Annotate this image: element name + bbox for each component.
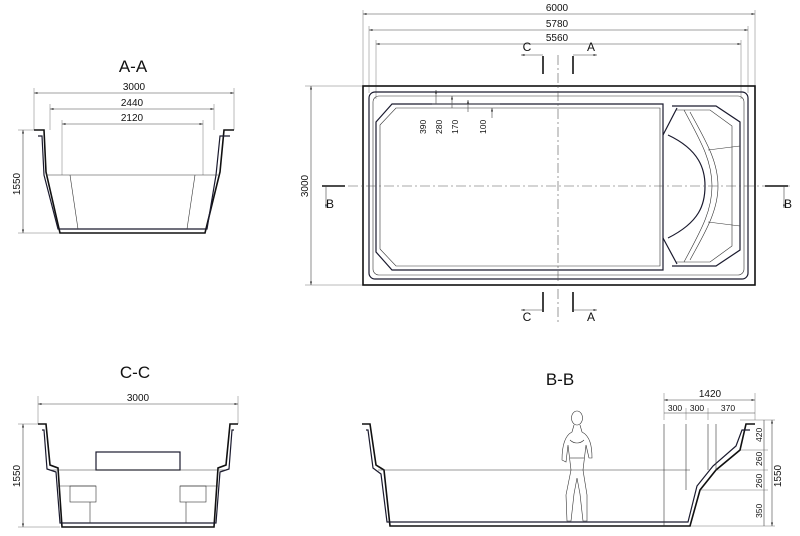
plan-inner-floor xyxy=(375,103,664,271)
cut-marker-c-bottom: C xyxy=(521,292,544,324)
cc-section-outline xyxy=(38,423,238,528)
bb-step-width-1: 300 xyxy=(668,403,682,413)
cut-marker-b-right: B xyxy=(765,185,792,211)
section-bb: B-B 1420 300 300 370 420 260 260 350 155… xyxy=(362,370,784,527)
bb-section-outline xyxy=(362,423,755,527)
cut-marker-c-top: C xyxy=(521,40,544,74)
plan-step-dim-170: 170 xyxy=(450,120,460,134)
plan-step-dim-280: 280 xyxy=(434,120,444,134)
bb-step-height-4: 350 xyxy=(754,504,764,518)
section-aa-title: A-A xyxy=(119,57,148,76)
plan-step-dim-100: 100 xyxy=(478,120,488,134)
cc-height: 1550 xyxy=(12,464,23,487)
section-aa: A-A 3000 2440 2120 1550 xyxy=(12,57,235,234)
plan-view: 6000 5780 5560 3000 390 2 xyxy=(300,3,792,324)
human-scale-figure xyxy=(561,410,593,522)
cc-bench xyxy=(95,451,181,471)
bb-dim-1420: 1420 xyxy=(699,389,722,400)
bb-height: 1550 xyxy=(773,464,784,487)
plan-dim-5780: 5780 xyxy=(546,19,569,30)
svg-text:C: C xyxy=(523,310,532,324)
bb-step-height-2: 260 xyxy=(754,452,764,466)
svg-text:C: C xyxy=(523,40,532,54)
aa-dim-2120: 2120 xyxy=(121,113,144,124)
plan-step-dim-390: 390 xyxy=(418,120,428,134)
section-cc-title: C-C xyxy=(120,363,150,382)
cut-marker-a-top: A xyxy=(572,40,597,74)
bb-step-width-3: 370 xyxy=(721,403,735,413)
bb-step-height-1: 420 xyxy=(754,428,764,442)
aa-dim-3000: 3000 xyxy=(123,82,146,93)
cut-marker-b-left: B xyxy=(322,185,345,211)
section-cc: C-C 3000 1550 xyxy=(12,363,239,528)
section-bb-title: B-B xyxy=(546,370,574,389)
svg-text:A: A xyxy=(587,310,595,324)
svg-text:B: B xyxy=(784,197,792,211)
svg-text:A: A xyxy=(587,40,595,54)
plan-outer-rim xyxy=(362,85,756,286)
svg-text:B: B xyxy=(326,197,334,211)
aa-dim-2440: 2440 xyxy=(121,98,144,109)
aa-height: 1550 xyxy=(12,172,23,195)
aa-section-outline xyxy=(34,129,234,234)
plan-dim-5560: 5560 xyxy=(546,33,569,44)
plan-dim-6000: 6000 xyxy=(546,3,569,14)
bb-step-width-2: 300 xyxy=(690,403,704,413)
cut-marker-a-bottom: A xyxy=(572,292,597,324)
bb-step-height-3: 260 xyxy=(754,474,764,488)
plan-width: 3000 xyxy=(300,174,311,197)
cc-width: 3000 xyxy=(127,393,150,404)
